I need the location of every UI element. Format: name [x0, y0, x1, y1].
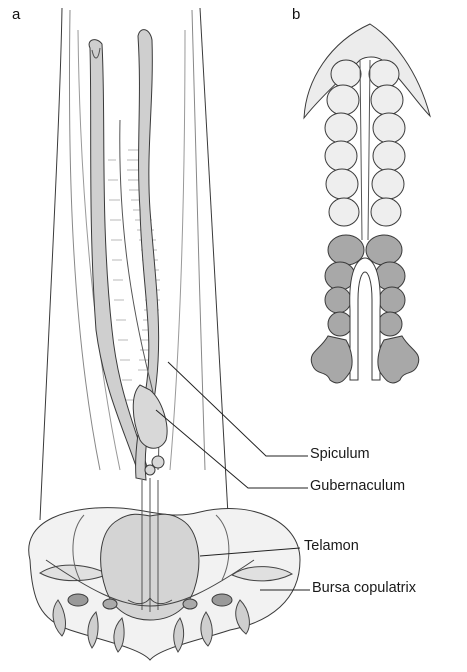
- panel-b-letter: b: [292, 6, 300, 23]
- panel-b-illustration: [304, 24, 430, 383]
- spicule-left-foot: [311, 336, 352, 383]
- spicule-tip-crescent: [304, 24, 430, 118]
- body-wall-outline: [40, 8, 62, 520]
- panel-a-letter: a: [12, 6, 20, 23]
- label-telamon: Telamon: [304, 538, 359, 554]
- spicule-dark-segments: [325, 235, 405, 336]
- spicule-right-foot: [378, 336, 419, 383]
- label-gubernaculum: Gubernaculum: [310, 478, 405, 494]
- gubernaculum-leader: [156, 410, 308, 488]
- label-bursa-copulatrix: Bursa copulatrix: [312, 580, 416, 596]
- spiculum-leader: [168, 362, 308, 456]
- label-spiculum: Spiculum: [310, 446, 370, 462]
- spicule-right-segments: [369, 60, 405, 226]
- panel-a-illustration: [29, 8, 300, 660]
